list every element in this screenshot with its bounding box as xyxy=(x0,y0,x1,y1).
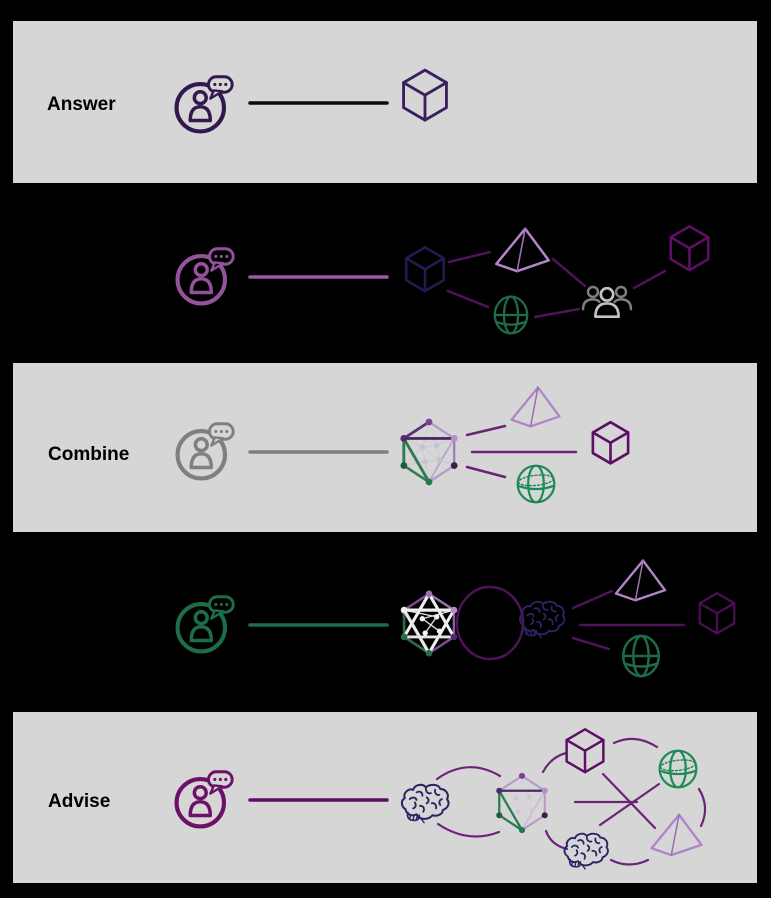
row-label-answer: Answer xyxy=(47,94,116,115)
connector-arc xyxy=(436,822,501,838)
row-label-combine: Combine xyxy=(48,444,130,465)
network-hub xyxy=(573,772,661,830)
globe-icon xyxy=(622,634,660,678)
pyramid-icon xyxy=(495,227,550,273)
sphere-icon xyxy=(658,749,698,789)
globe-icon xyxy=(493,295,529,335)
row-label-advise: Advise xyxy=(48,791,111,812)
connector-arc xyxy=(435,766,502,781)
connector-line xyxy=(465,465,507,479)
ai-brain-icon xyxy=(400,783,450,824)
pyramid-icon xyxy=(650,813,703,857)
row-row-4 xyxy=(175,559,736,678)
user-chat-icon xyxy=(174,770,234,829)
row-combine xyxy=(175,386,630,504)
knowledge-graph-icon xyxy=(400,418,458,486)
user-chat-icon xyxy=(175,595,235,654)
band-advise xyxy=(13,712,757,883)
knowledge-graph-icon xyxy=(400,590,458,657)
sphere-icon xyxy=(516,464,556,504)
user-chat-icon xyxy=(174,75,234,134)
user-chat-icon xyxy=(175,422,235,481)
user-chat-icon xyxy=(175,247,235,306)
data-cube-icon xyxy=(402,68,448,122)
connector-line xyxy=(465,424,507,437)
data-cube-icon xyxy=(404,246,446,293)
row-advise xyxy=(174,728,707,870)
connector-arc xyxy=(544,829,569,851)
team-icon xyxy=(581,285,633,319)
connector-line xyxy=(446,289,490,309)
connector-arc xyxy=(612,737,659,749)
data-cube-icon xyxy=(565,728,605,774)
connector-line xyxy=(551,257,587,288)
connector-line xyxy=(632,269,667,290)
pyramid-icon xyxy=(614,559,667,602)
data-cube-icon xyxy=(591,420,630,465)
row-row-2 xyxy=(175,225,710,335)
row-answer xyxy=(174,68,448,134)
iteration-loop xyxy=(455,585,525,661)
ai-brain-icon xyxy=(563,832,609,870)
connector-line xyxy=(571,589,614,610)
data-cube-icon xyxy=(698,592,736,635)
connector-arc xyxy=(541,751,568,774)
data-cube-icon xyxy=(669,225,710,272)
ai-brain-icon xyxy=(519,600,566,639)
connector-arc xyxy=(609,858,650,866)
band-combine xyxy=(13,363,757,532)
connector-line xyxy=(533,307,581,319)
connector-line xyxy=(571,636,611,651)
connector-arc xyxy=(697,787,707,828)
knowledge-graph-icon xyxy=(496,772,548,834)
connector-line xyxy=(447,250,492,264)
pyramid-icon xyxy=(510,386,561,428)
